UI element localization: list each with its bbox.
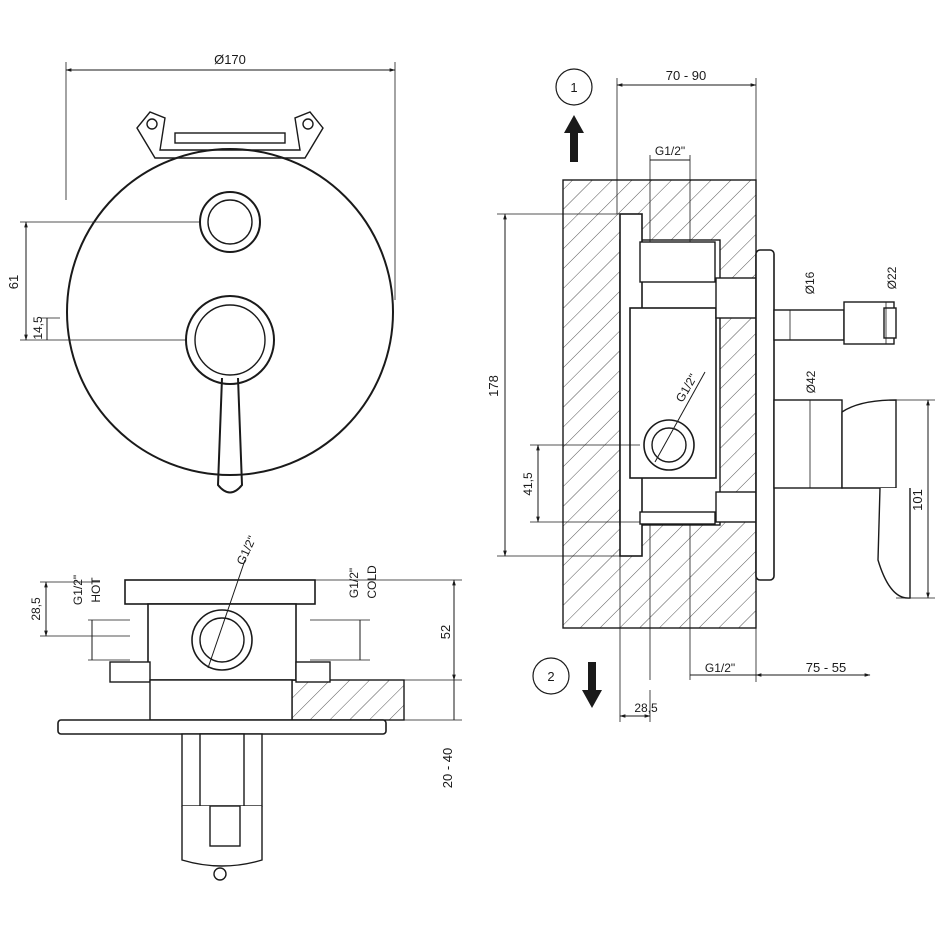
dim-thread-hot: G1/2" — [71, 575, 85, 605]
dim-diameter-42: Ø42 — [804, 370, 818, 393]
outlet-marker-2: 2 — [532, 657, 570, 695]
dim-diameter-16: Ø16 — [803, 271, 817, 294]
mixer-lever — [216, 377, 244, 494]
dim-61: 61 — [6, 275, 21, 289]
svg-text:2: 2 — [547, 669, 554, 684]
dim-thread-center-bottom: G1/2" — [234, 534, 259, 567]
side-view — [497, 78, 935, 722]
dim-diameter-170: Ø170 — [214, 52, 246, 67]
wall-plate-edge — [755, 249, 775, 581]
dim-178: 178 — [486, 375, 501, 397]
label-hot: HOT — [89, 577, 103, 603]
mixer-cartridge — [185, 295, 275, 385]
wall-section-small — [291, 679, 405, 721]
diverter-knob — [199, 191, 261, 253]
dim-75-55: 75 - 55 — [806, 660, 846, 675]
outlet-marker-1: 1 — [555, 68, 593, 106]
label-cold: COLD — [365, 565, 379, 599]
dim-101: 101 — [910, 489, 925, 511]
dim-thread-cold: G1/2" — [347, 568, 361, 598]
svg-text:1: 1 — [570, 80, 577, 95]
dim-28-5-side: 28,5 — [634, 701, 658, 715]
dim-14-5: 14,5 — [31, 316, 45, 340]
arrow-up-icon — [564, 115, 584, 162]
dim-70-90: 70 - 90 — [666, 68, 706, 83]
top-view — [40, 559, 462, 881]
dim-thread-bottom: G1/2" — [705, 661, 735, 675]
dim-28-5-bottom: 28,5 — [29, 597, 43, 621]
mounting-bracket — [136, 111, 324, 159]
wall-plate-circle — [66, 148, 394, 476]
wall-plate-top — [57, 719, 387, 735]
dim-20-40: 20 - 40 — [440, 748, 455, 788]
arrow-down-icon — [582, 662, 602, 708]
front-view — [20, 62, 396, 494]
dim-thread-top: G1/2" — [655, 144, 685, 158]
dim-diameter-22: Ø22 — [885, 266, 899, 289]
dim-52: 52 — [438, 625, 453, 639]
dim-41-5: 41,5 — [521, 472, 535, 496]
